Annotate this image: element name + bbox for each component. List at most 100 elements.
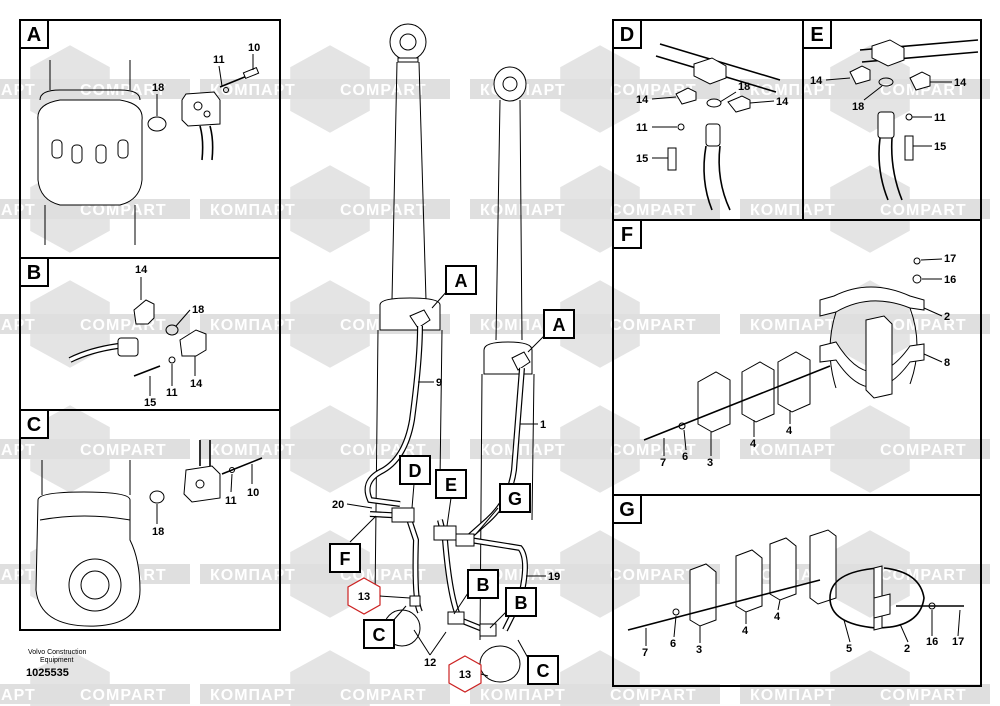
detail-label-c-left: C xyxy=(363,605,407,649)
svg-text:B: B xyxy=(477,575,490,595)
svg-text:10: 10 xyxy=(248,42,260,54)
svg-text:14: 14 xyxy=(776,96,789,108)
watermark-text: КОМПАРТ xyxy=(480,202,566,219)
svg-text:10: 10 xyxy=(247,487,259,499)
svg-text:4: 4 xyxy=(742,625,749,637)
central-detail-labels: A A D E G F B xyxy=(329,265,575,685)
panel-d-letter: D xyxy=(612,19,642,49)
watermark-text: КОМПАРТ xyxy=(0,687,36,704)
svg-text:4: 4 xyxy=(750,438,757,450)
svg-text:A: A xyxy=(27,24,41,46)
watermark-band xyxy=(0,199,190,219)
svg-text:14: 14 xyxy=(636,94,649,106)
detail-label-b-upper: B xyxy=(453,569,499,615)
watermark-band xyxy=(470,564,720,584)
watermark-text: КОМПАРТ xyxy=(0,82,36,99)
svg-text:E: E xyxy=(445,475,457,495)
watermark-text: КОМПАРТ xyxy=(750,82,836,99)
watermark-text: КОМПАРТ xyxy=(210,567,296,584)
svg-text:11: 11 xyxy=(934,112,946,124)
svg-text:20: 20 xyxy=(332,499,344,511)
watermark-text: COMPART xyxy=(880,317,967,334)
svg-text:9: 9 xyxy=(436,377,442,389)
svg-text:C: C xyxy=(373,625,386,645)
panel-d-drawing xyxy=(655,43,781,211)
watermark-text: КОМПАРТ xyxy=(210,317,296,334)
svg-text:1: 1 xyxy=(540,419,546,431)
footer-block: Volvo Construction Equipment 1025535 xyxy=(26,649,86,679)
watermark-text: КОМПАРТ xyxy=(750,317,836,334)
svg-text:A: A xyxy=(455,271,468,291)
watermark-text: COMPART xyxy=(610,442,697,459)
svg-text:16: 16 xyxy=(926,636,938,648)
panel-g-drawing xyxy=(627,529,964,631)
panel-a-drawing xyxy=(37,60,260,245)
svg-text:D: D xyxy=(620,24,634,46)
watermark-band xyxy=(200,199,450,219)
svg-text:3: 3 xyxy=(696,644,702,656)
svg-text:12: 12 xyxy=(424,657,436,669)
svg-text:15: 15 xyxy=(636,153,648,165)
watermark-layer: КОМПАРТ COMPART КОМПАРТ COMPART КОМПАРТ COMPA… xyxy=(0,45,990,706)
watermark-band xyxy=(470,314,720,334)
svg-text:6: 6 xyxy=(670,638,676,650)
svg-text:F: F xyxy=(340,549,351,569)
panel-d-callouts: 18 14 14 11 15 xyxy=(636,81,789,165)
watermark-text: COMPART xyxy=(80,202,167,219)
watermark-text: КОМПАРТ xyxy=(750,442,836,459)
detail-label-a-right: A xyxy=(527,309,575,353)
svg-text:18: 18 xyxy=(152,526,164,538)
svg-text:C: C xyxy=(27,414,41,436)
watermark-band xyxy=(470,199,720,219)
watermark-band xyxy=(740,314,990,334)
detail-label-f: F xyxy=(329,515,377,573)
svg-text:Volvo Construction: Volvo Construction xyxy=(28,649,86,656)
watermark-band xyxy=(200,439,450,459)
central-assembly-drawing xyxy=(364,23,535,683)
watermark-text: КОМПАРТ xyxy=(0,567,36,584)
watermark-text: COMPART xyxy=(880,82,967,99)
panel-g-letter: G xyxy=(612,494,642,524)
svg-text:15: 15 xyxy=(144,397,156,409)
svg-text:4: 4 xyxy=(774,611,781,623)
svg-text:14: 14 xyxy=(810,75,823,87)
callout-13-right: 13 xyxy=(448,655,489,693)
svg-text:G: G xyxy=(508,489,522,509)
watermark-text: COMPART xyxy=(80,442,167,459)
watermark-text: КОМПАРТ xyxy=(750,687,836,704)
watermark-band xyxy=(740,564,990,584)
svg-text:18: 18 xyxy=(152,82,164,94)
svg-text:A: A xyxy=(553,315,566,335)
panel-f-drawing xyxy=(643,257,925,441)
detail-label-g: G xyxy=(475,483,531,535)
svg-text:G: G xyxy=(619,499,635,521)
watermark-text: КОМПАРТ xyxy=(210,82,296,99)
watermark-band xyxy=(0,79,190,99)
watermark-text: COMPART xyxy=(80,687,167,704)
watermark-text: COMPART xyxy=(610,567,697,584)
watermark-text: COMPART xyxy=(610,82,697,99)
panel-e-callouts: 14 14 18 11 15 xyxy=(810,75,967,153)
panel-c-callouts: 10 11 18 xyxy=(152,464,259,538)
svg-text:14: 14 xyxy=(190,378,203,390)
svg-text:8: 8 xyxy=(944,357,950,369)
svg-text:E: E xyxy=(810,24,823,46)
watermark-band xyxy=(200,684,450,704)
panel-e-drawing xyxy=(849,39,979,201)
panel-a-letter: A xyxy=(19,19,49,49)
detail-label-e: E xyxy=(435,469,467,527)
watermark-text: КОМПАРТ xyxy=(0,442,36,459)
svg-text:B: B xyxy=(515,593,528,613)
panel-g-callouts: 7 6 3 4 4 5 2 16 17 xyxy=(642,599,964,659)
watermark-text: КОМПАРТ xyxy=(480,687,566,704)
svg-text:D: D xyxy=(409,461,422,481)
watermark-text: COMPART xyxy=(610,202,697,219)
svg-text:15: 15 xyxy=(934,141,946,153)
svg-text:16: 16 xyxy=(944,274,956,286)
panel-f-callouts: 17 16 2 8 4 4 7 6 3 xyxy=(660,253,956,469)
svg-text:6: 6 xyxy=(682,451,688,463)
watermark-text: COMPART xyxy=(610,317,697,334)
svg-text:2: 2 xyxy=(904,643,910,655)
svg-text:7: 7 xyxy=(642,647,648,659)
watermark-text: COMPART xyxy=(880,687,967,704)
